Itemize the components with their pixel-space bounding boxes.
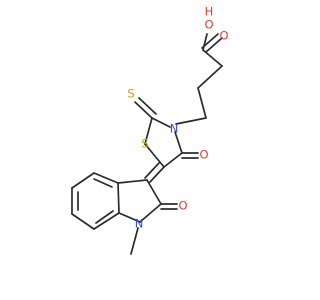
bond-exo-b (144, 162, 160, 179)
structure-svg: O O H S S N O O N (71, 5, 229, 255)
bond-benz-1 (93, 172, 119, 184)
bond-thione-b (138, 97, 157, 115)
bond-n-c2ring (151, 117, 171, 128)
bond-thione-a (134, 101, 153, 119)
bond-s1-c5 (144, 143, 165, 168)
bond-c4ring-n (174, 131, 183, 154)
bond-exo-a (149, 166, 165, 183)
bond-c5-c4ring (163, 152, 183, 168)
bond-c2-n1 (139, 203, 162, 223)
atom-o-carbonyl-acid: O (219, 29, 228, 43)
atom-o-ring-carbonyl: O (199, 148, 208, 162)
bond-c3-c3a (117, 179, 148, 184)
atom-s-ring: S (141, 137, 148, 151)
atom-s-thione: S (127, 87, 134, 101)
bond-c7a-c3a (117, 182, 120, 214)
atom-n-ring: N (170, 122, 179, 136)
bond-n1-c7a (118, 212, 141, 223)
bond-c1-oh (202, 33, 208, 51)
bond-c3-c4 (197, 87, 207, 119)
bond-benz-2 (71, 172, 95, 189)
atom-o-indolinone: O (178, 199, 187, 213)
molecule-diagram: O O H S S N O O N (71, 4, 229, 255)
bond-c1-o-double-a (205, 37, 223, 53)
atom-n-indolinone: N (135, 217, 144, 231)
bond-benz-inner-1 (93, 178, 113, 188)
atom-o-hydroxyl-acid: O (204, 18, 213, 32)
bond-benz-5 (93, 212, 120, 230)
bond-c2-c3 (197, 65, 223, 89)
bond-n-methyl (130, 227, 139, 255)
atom-h-hydroxyl-acid: H (205, 5, 214, 19)
bond-c4-n (175, 117, 207, 125)
bond-benz-4 (71, 213, 95, 230)
bond-benz-inner-3 (95, 210, 114, 224)
bond-c1-c2 (202, 49, 223, 67)
bond-c3-c2 (146, 179, 162, 205)
bond-c2ring-s1 (144, 117, 153, 145)
